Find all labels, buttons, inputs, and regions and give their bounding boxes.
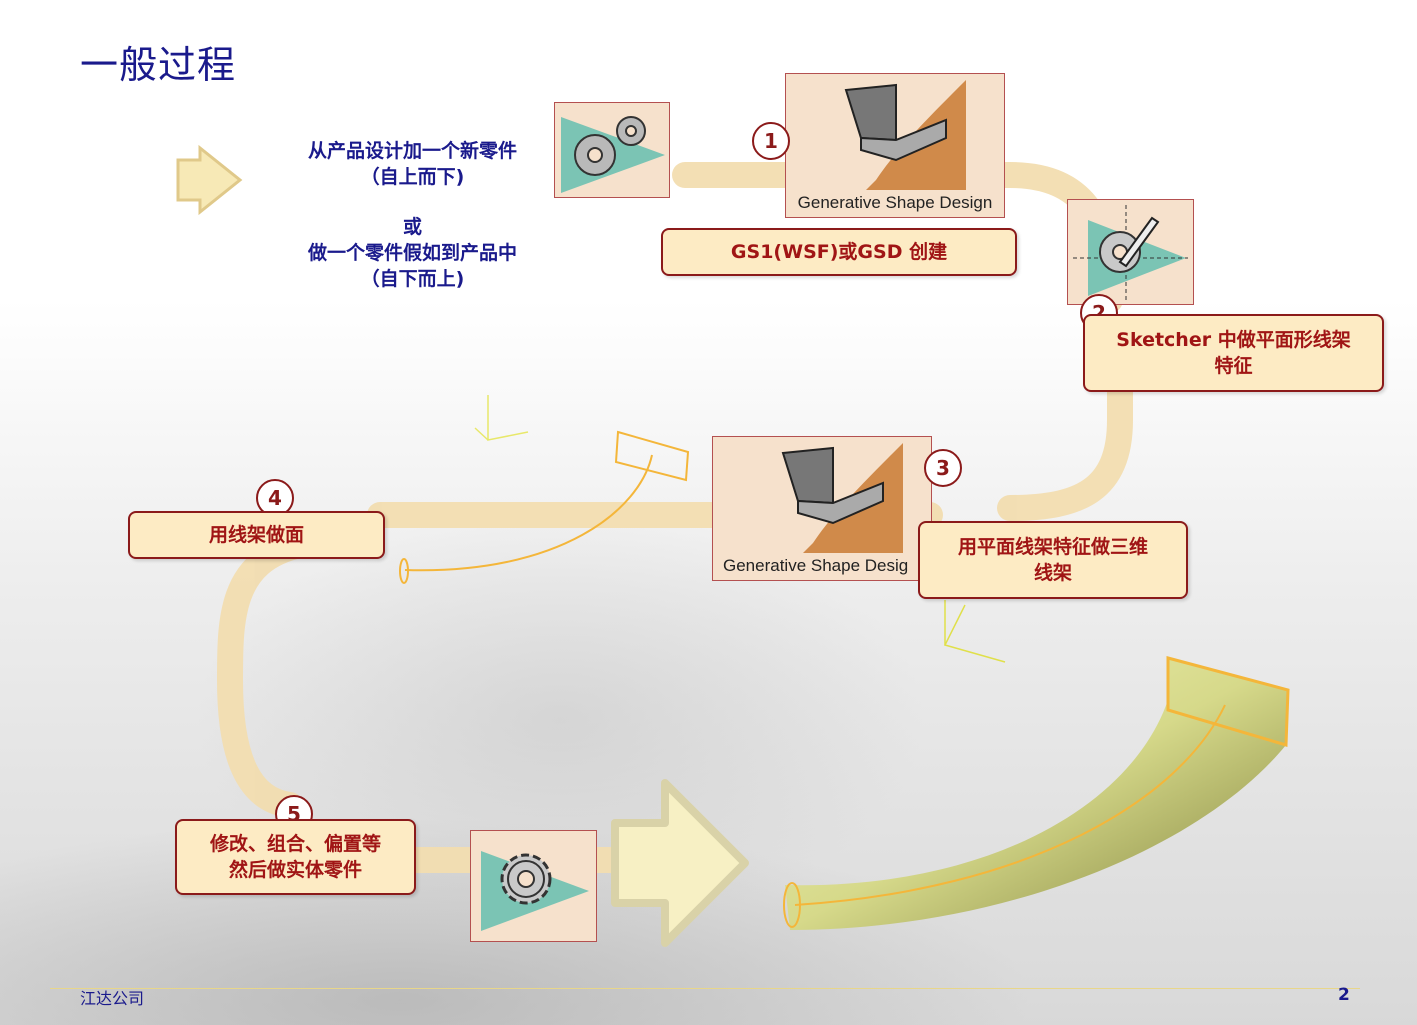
- chair-surface-icon: [844, 80, 966, 190]
- chair-surface-icon: [781, 443, 903, 553]
- flow-path-left: [216, 532, 313, 818]
- flow-path-right: [997, 377, 1133, 521]
- page-title: 一般过程: [80, 43, 237, 87]
- step-1-label: GS1(WSF)或GSD 创建: [730, 241, 948, 263]
- intro-line-bottom-up-note: （自下而上): [360, 268, 465, 290]
- intro-line-or: 或: [402, 216, 422, 238]
- intro-arrow-icon: [176, 144, 243, 216]
- gear-icon: [481, 851, 589, 931]
- final-arrow-icon: [611, 779, 749, 947]
- step-2-label-line1: Sketcher 中做平面形线架: [1116, 329, 1351, 351]
- step-3-label-line1: 用平面线架特征做三维: [957, 536, 1148, 558]
- step-4-label: 用线架做面: [208, 524, 304, 546]
- step-4-box: 用线架做面: [128, 511, 385, 559]
- page-number: 2: [1338, 985, 1350, 1005]
- product-design-tile[interactable]: [554, 102, 670, 198]
- gsd-workbench-tile-middle[interactable]: Generative Shape Desig: [712, 436, 932, 581]
- gsd-tile-label: Generative Shape Design: [797, 193, 993, 212]
- intro-line-top-down: 从产品设计加一个新零件: [307, 140, 517, 162]
- intro-line-bottom-up: 做一个零件假如到产品中: [307, 242, 517, 264]
- step-2-label-line2: 特征: [1214, 355, 1253, 377]
- axis-triad-large: [943, 600, 1006, 663]
- sketcher-tile[interactable]: [1067, 199, 1194, 305]
- axis-triad-small: [474, 395, 529, 441]
- step-5-box: 修改、组合、偏置等 然后做实体零件: [175, 819, 416, 895]
- footer-company: 江达公司: [80, 989, 145, 1008]
- footer-divider: [50, 988, 1360, 989]
- intro-line-top-down-note: （自上而下): [360, 166, 465, 188]
- gsd-tile-label: Generative Shape Desig: [723, 556, 909, 575]
- part-design-tile[interactable]: [470, 830, 597, 942]
- gears-icon: [561, 116, 665, 193]
- step-3-number: 3: [924, 449, 962, 487]
- horn-solid-model: [783, 656, 1290, 930]
- intro-text: 从产品设计加一个新零件 （自上而下) 或 做一个零件假如到产品中 （自下而上): [270, 138, 555, 292]
- sketcher-gear-pencil-icon: [1073, 205, 1188, 300]
- step-1-box: GS1(WSF)或GSD 创建: [661, 228, 1017, 276]
- wireframe-sketch: [399, 430, 690, 584]
- step-4-number: 4: [256, 479, 294, 517]
- step-1-number: 1: [752, 122, 790, 160]
- step-2-box: Sketcher 中做平面形线架 特征: [1083, 314, 1384, 392]
- step-3-label-line2: 线架: [1033, 562, 1072, 584]
- step-3-box: 用平面线架特征做三维 线架: [918, 521, 1188, 599]
- step-5-label-line2: 然后做实体零件: [228, 859, 362, 881]
- gsd-workbench-tile-top[interactable]: Generative Shape Design: [785, 73, 1005, 218]
- step-5-label-line1: 修改、组合、偏置等: [209, 833, 381, 855]
